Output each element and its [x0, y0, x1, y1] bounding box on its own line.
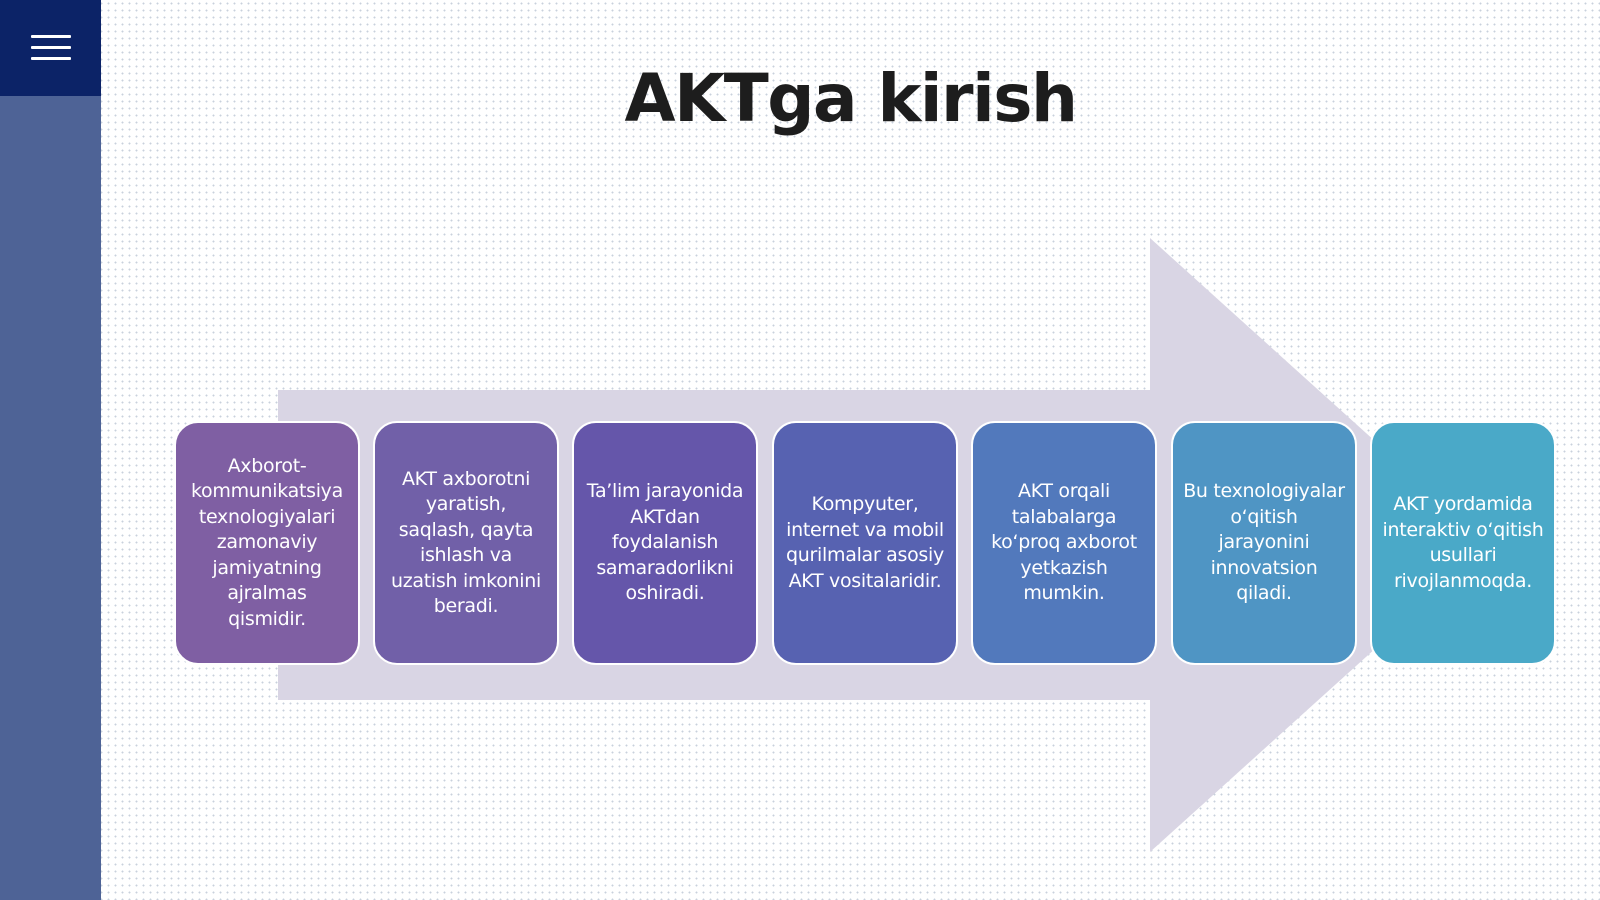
menu-icon-bar-top: [31, 35, 71, 38]
menu-icon-bar-middle: [31, 46, 71, 49]
process-step-5: AKT orqali talabalarga ko‘proq axborot y…: [971, 421, 1157, 665]
process-step-7-text: AKT yordamida interaktiv o‘qitish usulla…: [1382, 493, 1544, 592]
process-step-4: Kompyuter, internet va mobil qurilmalar …: [772, 421, 958, 665]
sidebar: [0, 0, 101, 900]
process-step-3: Ta’lim jarayonida AKTdan foydalanish sam…: [572, 421, 758, 665]
process-step-4-text: Kompyuter, internet va mobil qurilmalar …: [786, 493, 944, 592]
hamburger-menu-icon[interactable]: [31, 33, 71, 63]
process-step-5-text: AKT orqali talabalarga ko‘proq axborot y…: [991, 480, 1137, 605]
page-title: AKTga kirish: [624, 60, 1078, 137]
process-step-1-text: Axborot-kommunikatsiya texnologiyalari z…: [191, 454, 343, 630]
process-step-1: Axborot-kommunikatsiya texnologiyalari z…: [174, 421, 360, 665]
menu-block: [0, 0, 101, 96]
process-step-6: Bu texnologiyalar o‘qitish jarayonini in…: [1171, 421, 1357, 665]
process-step-2: AKT axborotni yaratish, saqlash, qayta i…: [373, 421, 559, 665]
process-step-2-text: AKT axborotni yaratish, saqlash, qayta i…: [391, 467, 541, 618]
process-step-7: AKT yordamida interaktiv o‘qitish usulla…: [1370, 421, 1556, 665]
process-step-6-text: Bu texnologiyalar o‘qitish jarayonini in…: [1183, 480, 1345, 605]
menu-icon-bar-bottom: [31, 57, 71, 60]
process-step-3-text: Ta’lim jarayonida AKTdan foydalanish sam…: [586, 480, 744, 605]
